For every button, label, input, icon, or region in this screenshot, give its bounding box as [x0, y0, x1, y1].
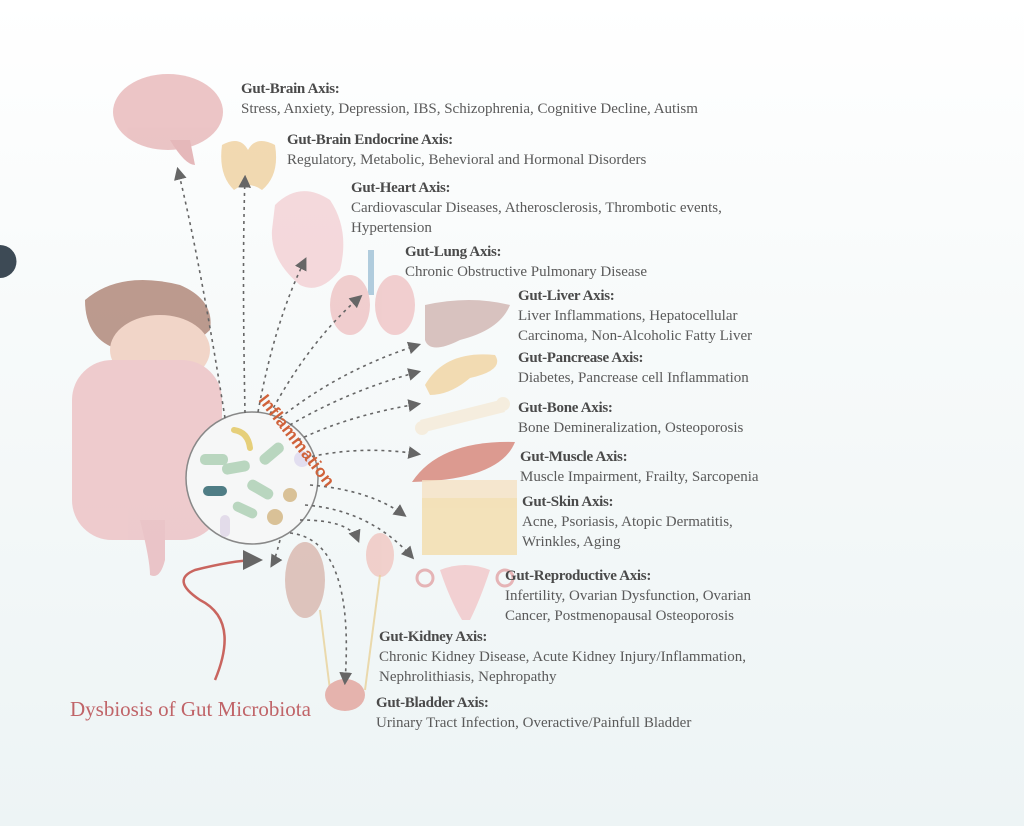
brain-icon: [113, 74, 223, 165]
heart-icon: [271, 191, 344, 288]
edge-shape: [0, 245, 17, 278]
axis-desc: Cardiovascular Diseases, Atherosclerosis…: [351, 200, 722, 216]
axis-title: Gut-Brain Axis:: [241, 81, 340, 97]
axis-gut-bladder: Gut-Bladder Axis: Urinary Tract Infectio…: [376, 693, 691, 733]
axis-title: Gut-Bladder Axis:: [376, 695, 489, 711]
axis-title: Gut-Skin Axis:: [522, 494, 614, 510]
axis-desc: Liver Inflammations, Hepatocellular: [518, 308, 738, 324]
axis-desc: Urinary Tract Infection, Overactive/Pain…: [376, 715, 692, 731]
axis-title: Gut-Lung Axis:: [405, 244, 502, 260]
axis-desc: Diabetes, Pancrease cell Inflammation: [518, 370, 749, 386]
axis-desc: Regulatory, Metabolic, Behevioral and Ho…: [287, 152, 647, 168]
thyroid-icon: [221, 141, 277, 190]
microbiota-circle-icon: [185, 411, 319, 545]
axis-title: Gut-Pancrease Axis:: [518, 350, 644, 366]
axis-desc: Stress, Anxiety, Depression, IBS, Schizo…: [241, 101, 698, 117]
axis-arrows: [174, 166, 422, 686]
dysbiosis-arrow: [182, 550, 263, 681]
uterus-icon: [415, 565, 515, 620]
axis-desc: Chronic Obstructive Pulmonary Disease: [405, 264, 648, 280]
axis-desc: Bone Demineralization, Osteoporosis: [518, 420, 744, 436]
axis-title: Gut-Bone Axis:: [518, 400, 613, 416]
axis-desc: Infertility, Ovarian Dysfunction, Ovaria…: [505, 588, 752, 604]
axis-gut-reproductive: Gut-Reproductive Axis: Infertility, Ovar…: [505, 566, 751, 626]
axis-desc: Chronic Kidney Disease, Acute Kidney Inj…: [379, 649, 746, 665]
axis-desc: Acne, Psoriasis, Atopic Dermatitis,: [522, 514, 733, 530]
bladder-icon: [319, 574, 381, 711]
axis-gut-bone: Gut-Bone Axis: Bone Demineralization, Os…: [518, 398, 743, 438]
axis-gut-brain-endocrine: Gut-Brain Endocrine Axis: Regulatory, Me…: [287, 130, 646, 170]
axis-gut-heart: Gut-Heart Axis: Cardiovascular Diseases,…: [351, 178, 722, 238]
axis-gut-muscle: Gut-Muscle Axis: Muscle Impairment, Frai…: [520, 447, 759, 487]
axis-title: Gut-Heart Axis:: [351, 180, 451, 196]
axis-gut-lung: Gut-Lung Axis: Chronic Obstructive Pulmo…: [405, 242, 647, 282]
axis-title: Gut-Reproductive Axis:: [505, 568, 652, 584]
axis-desc: Hypertension: [351, 220, 432, 236]
axis-title: Gut-Muscle Axis:: [520, 449, 628, 465]
axis-gut-pancrease: Gut-Pancrease Axis: Diabetes, Pancrease …: [518, 348, 749, 388]
axis-gut-liver: Gut-Liver Axis: Liver Inflammations, Hep…: [518, 286, 752, 346]
axis-title: Gut-Liver Axis:: [518, 288, 615, 304]
axis-gut-kidney: Gut-Kidney Axis: Chronic Kidney Disease,…: [379, 627, 746, 687]
pancreas-icon: [425, 354, 498, 395]
axis-desc: Cancer, Postmenopausal Osteoporosis: [505, 608, 734, 624]
axis-desc: Nephrolithiasis, Nephropathy: [379, 669, 557, 685]
kidney-icon: [285, 533, 394, 618]
axis-desc: Carcinoma, Non-Alcoholic Fatty Liver: [518, 328, 753, 344]
axis-gut-skin: Gut-Skin Axis: Acne, Psoriasis, Atopic D…: [522, 492, 733, 552]
lungs-icon: [330, 250, 415, 335]
axis-title: Gut-Kidney Axis:: [379, 629, 488, 645]
liver-icon: [425, 300, 510, 348]
dysbiosis-label: Dysbiosis of Gut Microbiota: [70, 697, 311, 721]
bone-icon: [415, 397, 510, 435]
axis-desc: Wrinkles, Aging: [522, 534, 621, 550]
digestive-system-icon: [72, 280, 222, 576]
skin-icon: [422, 480, 517, 555]
axis-title: Gut-Brain Endocrine Axis:: [287, 132, 453, 148]
axis-desc: Muscle Impairment, Frailty, Sarcopenia: [520, 469, 759, 485]
muscle-icon: [412, 441, 515, 482]
axis-gut-brain: Gut-Brain Axis: Stress, Anxiety, Depress…: [241, 79, 698, 119]
